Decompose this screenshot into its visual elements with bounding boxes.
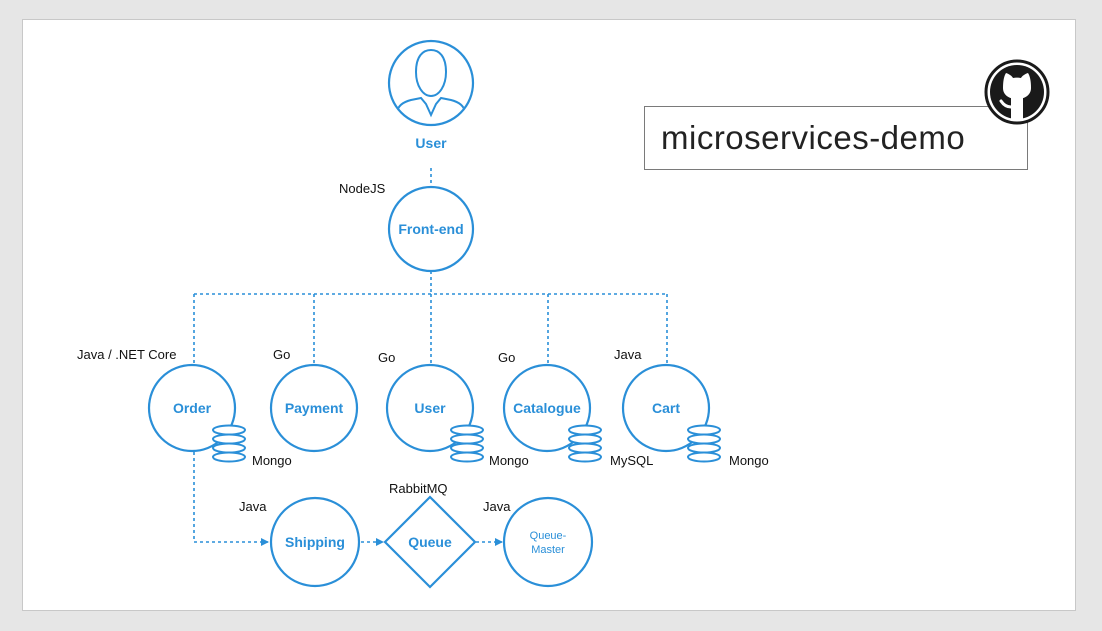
cart-tech-label: Java (614, 347, 642, 362)
order-node: Order Java / .NET Core Mongo (77, 347, 292, 468)
diagram-slide: User Front-end NodeJS Order Java / .NET … (22, 19, 1076, 611)
queue-master-node: Queue- Master Java (483, 496, 594, 588)
queue-label: Queue (408, 534, 452, 550)
user-avatar-icon (387, 39, 475, 127)
frontend-tech-label: NodeJS (339, 181, 386, 196)
order-db-label: Mongo (252, 453, 292, 468)
shipping-tech-label: Java (239, 499, 267, 514)
user-service-tech-label: Go (378, 350, 395, 365)
frontend-label: Front-end (398, 221, 463, 237)
payment-tech-label: Go (273, 347, 290, 362)
catalogue-node: Catalogue Go MySQL (498, 350, 653, 468)
catalogue-db-label: MySQL (610, 453, 653, 468)
frontend-circle (387, 185, 475, 273)
payment-label: Payment (285, 400, 344, 416)
queue-diamond (383, 495, 477, 589)
database-icon (212, 424, 246, 463)
title-box: microservices-demo (644, 106, 1028, 170)
order-label: Order (173, 400, 212, 416)
queue-master-label-line2: Master (531, 544, 565, 556)
queue-master-label-line1: Queue- (530, 530, 567, 542)
database-icon (568, 424, 602, 463)
github-octocat-icon[interactable] (984, 59, 1050, 125)
cart-db-label: Mongo (729, 453, 769, 468)
shipping-label: Shipping (285, 534, 345, 550)
shipping-circle (269, 496, 361, 588)
catalogue-tech-label: Go (498, 350, 515, 365)
connector-order-shipping (193, 452, 269, 546)
cart-node: Cart Java Mongo (614, 347, 769, 468)
order-tech-label: Java / .NET Core (77, 347, 176, 362)
payment-node: Payment Go (269, 347, 359, 453)
user-avatar-node: User (387, 39, 475, 151)
page-title: microservices-demo (661, 119, 966, 156)
queue-master-tech-label: Java (483, 499, 511, 514)
shipping-node: Shipping Java (239, 496, 361, 588)
user-silhouette-icon (394, 48, 468, 124)
user-service-node: User Go Mongo (378, 350, 529, 468)
cart-label: Cart (652, 400, 680, 416)
architecture-diagram: User Front-end NodeJS Order Java / .NET … (77, 39, 769, 589)
user-service-db-label: Mongo (489, 453, 529, 468)
catalogue-label: Catalogue (513, 400, 581, 416)
queue-tech-label: RabbitMQ (389, 481, 448, 496)
database-icon (450, 424, 484, 463)
user-service-label: User (414, 400, 446, 416)
frontend-node: Front-end NodeJS (339, 181, 475, 273)
queue-master-circle (502, 496, 594, 588)
queue-node: Queue RabbitMQ (383, 481, 477, 589)
connectors (193, 168, 668, 546)
user-top-label: User (415, 135, 447, 151)
payment-circle (269, 363, 359, 453)
database-icon (687, 424, 721, 463)
